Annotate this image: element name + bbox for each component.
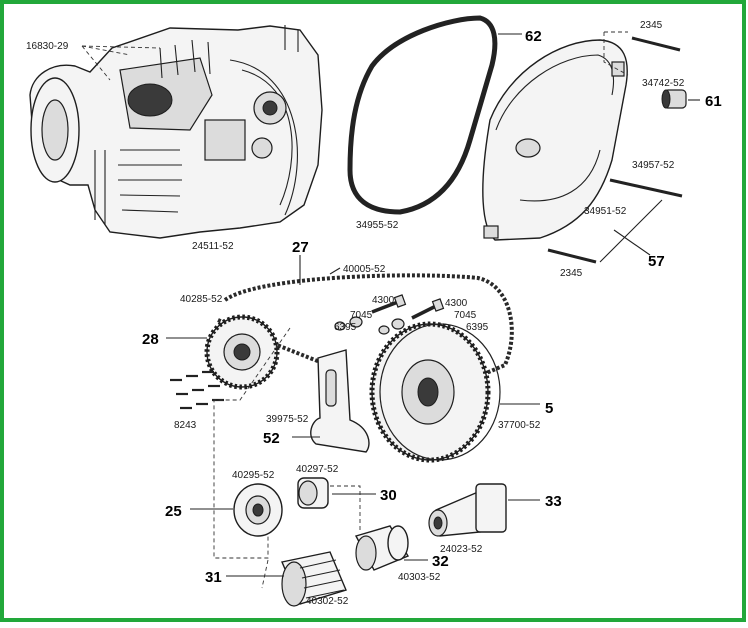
bolts-washers-drawing [334, 294, 445, 335]
ref-number-clutch-sprocket: 5 [545, 400, 553, 417]
ref-number-hub-nut: 30 [380, 487, 397, 504]
plug-drawing [661, 89, 687, 109]
part-label-hub-flange: 40295-52 [232, 470, 275, 481]
chain-adjuster-drawing [310, 349, 370, 453]
part-label-long-screw: 34957-52 [632, 160, 675, 171]
ref-number-cover: 57 [648, 253, 665, 270]
ref-number-bushing: 32 [432, 553, 449, 570]
bushing-drawing [354, 525, 410, 571]
engine-sprocket-drawing [204, 314, 280, 390]
part-label-spring-collar: 40302-52 [306, 596, 349, 607]
part-label-washer-right: 6395 [466, 322, 489, 333]
part-label-bolt-right: 4300 [445, 298, 468, 309]
ref-number-plug: 61 [705, 93, 722, 110]
ref-number-spring-collar: 31 [205, 569, 222, 586]
clutch-sprocket-drawing [369, 321, 501, 463]
gasket-drawing [347, 15, 498, 215]
part-label-clutch-sprocket: 37700-52 [498, 420, 541, 431]
ref-number-hub-flange: 25 [165, 503, 182, 520]
ref-number-engine-sprocket: 28 [142, 331, 159, 348]
spring-collar-drawing [281, 551, 347, 607]
part-label-crankcase-studs: 16830-29 [26, 41, 69, 52]
part-label-cover-screw-top: 2345 [640, 20, 663, 31]
part-label-bushing: 40303-52 [398, 572, 441, 583]
part-label-gasket: 34955-52 [356, 220, 399, 231]
part-label-plug: 34742-52 [642, 78, 685, 89]
ref-number-gasket: 62 [525, 28, 542, 45]
part-label-hub-nut: 40297-52 [296, 464, 339, 475]
ref-number-shaft-extension: 33 [545, 493, 562, 510]
ref-number-chain: 27 [292, 239, 309, 256]
part-label-small-screws: 8243 [174, 420, 197, 431]
hub-flange-drawing [233, 483, 283, 537]
cover-drawing [482, 39, 628, 241]
ref-number-chain-adjuster: 52 [263, 430, 280, 447]
part-label-chain: 40005-52 [343, 264, 386, 275]
part-label-cover: 34951-52 [584, 206, 627, 217]
part-label-chain-adjuster: 39975-52 [266, 414, 309, 425]
part-label-lockwasher-right: 7045 [454, 310, 477, 321]
crankcase-drawing [29, 25, 323, 239]
cover-screws [547, 36, 683, 264]
hub-nut-drawing [297, 477, 329, 509]
part-label-shaft-extension: 24023-52 [440, 544, 483, 555]
part-label-bolt-left: 4300 [372, 295, 395, 306]
part-label-engine-sprocket: 40285-52 [180, 294, 223, 305]
part-label-crankcase: 24511-52 [192, 241, 234, 252]
part-label-cover-screw-bottom: 2345 [560, 268, 583, 279]
part-label-lockwasher-left: 7045 [350, 310, 373, 321]
part-label-washer-left: 6395 [334, 322, 357, 333]
shaft-extension-drawing [428, 483, 507, 537]
